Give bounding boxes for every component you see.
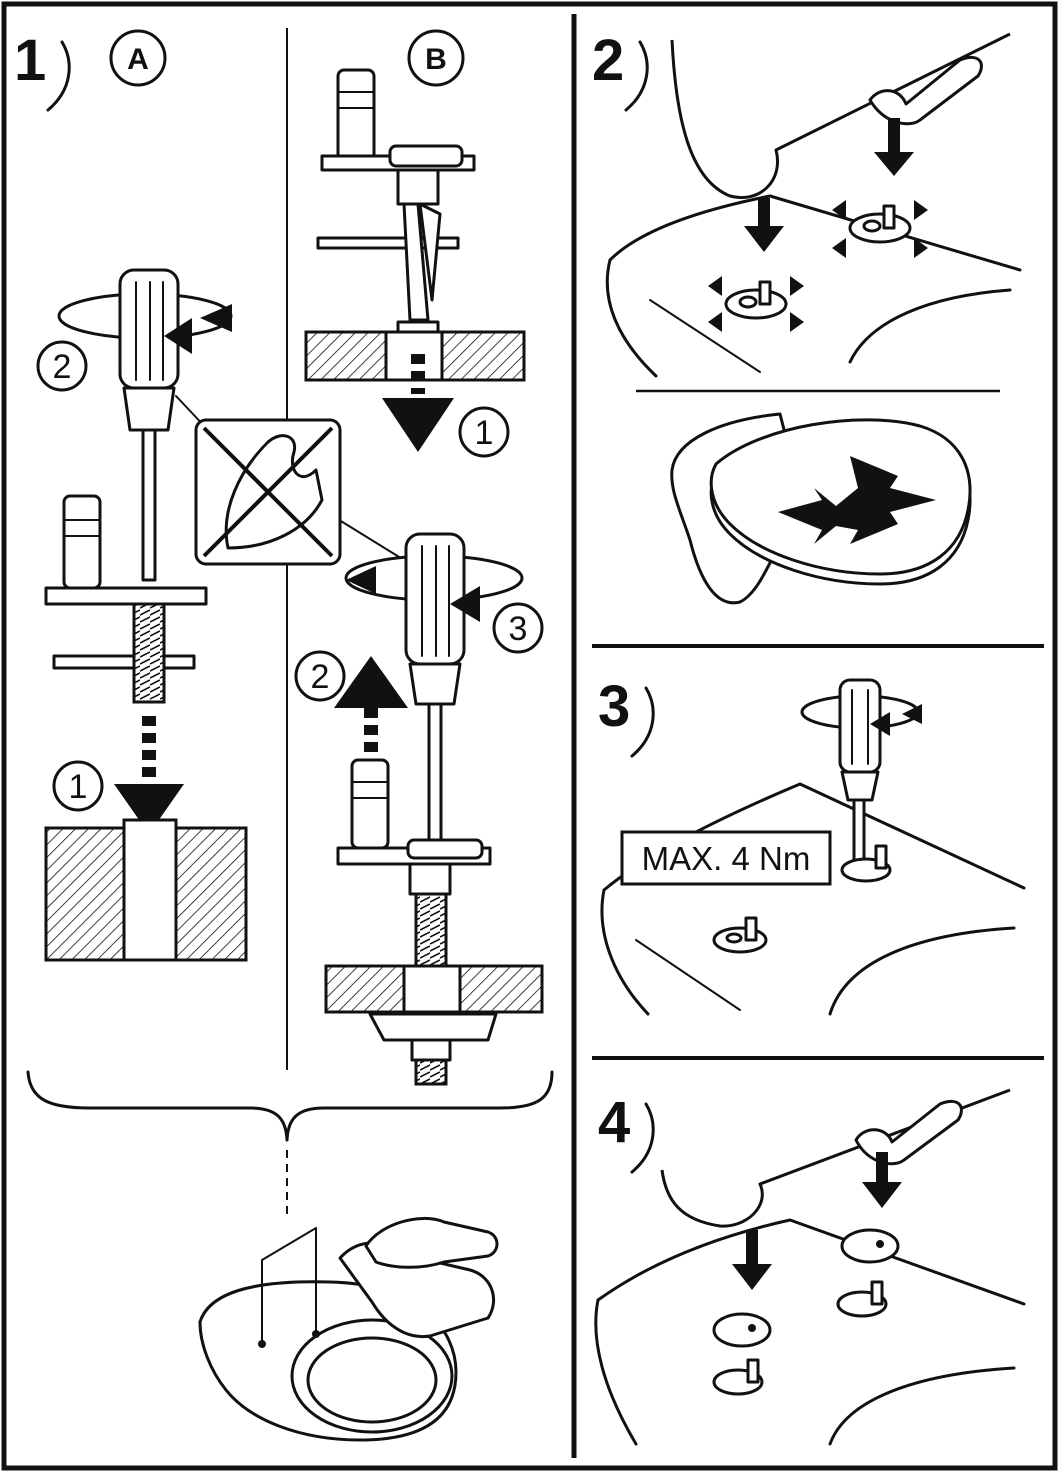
arrow-up-icon (334, 656, 408, 756)
marker-b-3-label: 3 (509, 610, 528, 648)
variant-a-label: A (127, 43, 149, 76)
toilet-cleaning-illustration (198, 1217, 499, 1442)
bracket-brace (26, 1070, 554, 1220)
marker-b-2 (294, 650, 346, 702)
step-3-panel: 3 MAX. 4 Nm (598, 674, 1026, 1016)
variant-b-illustration: 1 3 2 (294, 68, 544, 1086)
variant-a-badge (109, 29, 167, 87)
screwdriver-a (118, 268, 180, 582)
bowl-opening (828, 926, 1016, 1016)
hinge-base-right (832, 200, 928, 258)
seat-hinge-arm (660, 1088, 1011, 1228)
marker-a-2-label: 2 (53, 348, 72, 386)
toilet-rim-front (600, 888, 650, 1016)
bowl-opening (828, 1366, 1016, 1446)
step-1-hook (46, 40, 71, 112)
fixing-bolt-b-top (316, 68, 476, 350)
arrow-down-icon (732, 1230, 772, 1290)
marker-b-2-label: 2 (311, 658, 330, 696)
step-4-hook (630, 1102, 655, 1174)
seat-hinge-arm (670, 32, 1011, 199)
step-4-number: 4 (598, 1090, 630, 1155)
marker-b-1 (458, 406, 510, 458)
torque-label-box: MAX. 4 Nm (620, 830, 832, 886)
variant-b-badge (407, 29, 465, 87)
marker-a-1-label: 1 (69, 768, 88, 806)
wall-section-b-bottom (324, 964, 544, 1014)
torque-label: MAX. 4 Nm (642, 840, 811, 877)
hand (364, 1217, 499, 1269)
arrow-down-icon (862, 1152, 902, 1208)
marker-b-1-label: 1 (475, 414, 494, 452)
no-force-icon (175, 395, 405, 566)
arrow-down-icon (114, 716, 184, 834)
arrow-down-icon (744, 198, 784, 252)
arrow-down-icon (874, 118, 914, 176)
hinge-base-left (712, 1358, 764, 1396)
screwdriver-step-3 (838, 678, 882, 864)
fixing-bolt-a (44, 494, 208, 704)
marker-a-1 (52, 760, 104, 812)
step-1-header: 1 A B (14, 28, 465, 112)
step-1-number: 1 (14, 28, 46, 93)
four-way-arrow-icon (778, 456, 936, 544)
assembled-toilet-seat (670, 412, 972, 605)
hinge-base-left (708, 276, 804, 332)
press-arrow-icon (450, 586, 480, 622)
screwdriver-b (404, 532, 466, 842)
step-2-number: 2 (592, 28, 624, 93)
rotate-arrowhead (200, 304, 232, 332)
marker-a-2 (36, 340, 88, 392)
bowl-opening (848, 288, 1012, 364)
four-way-arrow-icon (832, 200, 928, 258)
four-way-arrow-icon (708, 276, 804, 332)
press-arrow-icon (164, 318, 192, 354)
step-2-panel: 2 (592, 28, 1022, 605)
cover-cap-right (840, 1228, 900, 1264)
step-4-panel: 4 (594, 1088, 1026, 1446)
variant-b-label: B (425, 43, 447, 76)
rotate-arrowhead (346, 566, 376, 594)
hinge-base-left (712, 916, 768, 954)
press-arrow-icon (870, 712, 890, 736)
cover-cap-left (712, 1312, 772, 1348)
toilet-rim-top (596, 1218, 1026, 1306)
toilet-rim-front (594, 1298, 638, 1446)
hinge-base-right (836, 1280, 888, 1318)
wall-section-a (44, 818, 248, 962)
toilet-rim-front (605, 258, 658, 378)
step-3-hook (630, 686, 655, 758)
marker-b-3 (492, 602, 544, 654)
fixing-bolt-b-bottom (336, 758, 498, 1086)
step-2-hook (624, 40, 649, 112)
seat-hinge-pin (854, 1099, 963, 1166)
arrow-down-icon (382, 354, 454, 452)
variant-a-illustration: 2 1 (36, 268, 248, 962)
step-3-number: 3 (598, 674, 630, 739)
toilet-rim-top (608, 194, 1022, 272)
